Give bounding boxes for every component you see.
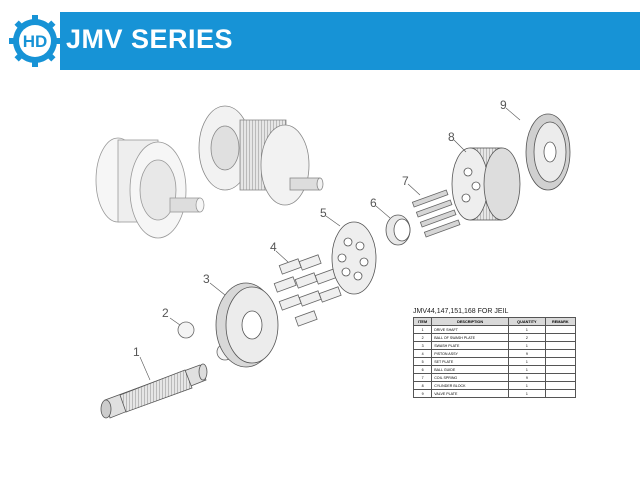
cell-description: VALVE PLATE — [431, 389, 510, 398]
callout-2: 2 — [162, 306, 169, 320]
cell-description: SWASH PLATE — [431, 341, 510, 350]
coil-springs — [411, 189, 461, 238]
callout-7: 7 — [402, 174, 409, 188]
cell-quantity: 1 — [508, 341, 546, 350]
gear-logo-icon: HD — [9, 15, 61, 67]
drive-shaft — [100, 363, 208, 419]
header: HD JMV SERIES — [0, 12, 640, 70]
leader-lines — [139, 107, 521, 381]
cell-item: 4 — [412, 349, 433, 358]
parts-table-title: JMV44,147,151,168 FOR JEIL — [413, 308, 509, 315]
cell-item: 9 — [412, 389, 433, 398]
column-header-quantity: QUANTITY — [508, 317, 546, 326]
piston-assy — [273, 254, 342, 327]
cell-remark — [544, 381, 577, 390]
swash-plate — [215, 282, 279, 368]
cell-remark — [544, 389, 577, 398]
cell-item: 7 — [412, 373, 433, 382]
cell-remark — [544, 357, 577, 366]
cell-quantity: 1 — [508, 381, 546, 390]
cylinder-block — [451, 147, 521, 221]
cell-item: 2 — [412, 333, 433, 342]
cell-description: BALL OF SWASH PLATE — [431, 333, 510, 342]
cell-description: BALL GUIDE — [431, 365, 510, 374]
cell-remark — [544, 373, 577, 382]
cell-item: 5 — [412, 357, 433, 366]
cell-description: PISTON ASSY — [431, 349, 510, 358]
callout-6: 6 — [370, 196, 377, 210]
cell-item: 1 — [412, 325, 433, 334]
callout-5: 5 — [320, 206, 327, 220]
cell-quantity: 1 — [508, 325, 546, 334]
callout-8: 8 — [448, 130, 455, 144]
page-title: JMV SERIES — [66, 24, 234, 54]
cell-quantity: 9 — [508, 373, 546, 382]
cell-remark — [544, 333, 577, 342]
callout-4: 4 — [270, 240, 277, 254]
logo-text: HD — [23, 32, 48, 51]
cell-quantity: 9 — [508, 349, 546, 358]
column-header-description: DESCRIPTION — [431, 317, 510, 326]
cell-quantity: 1 — [508, 357, 546, 366]
callout-1: 1 — [133, 345, 140, 359]
cell-description: DRIVE SHAFT — [431, 325, 510, 334]
parts-table-section: JMV44,147,151,168 FOR JEIL ITEM DESCRIPT… — [412, 308, 577, 398]
callout-9: 9 — [500, 98, 507, 112]
cell-quantity: 1 — [508, 365, 546, 374]
cell-item: 6 — [412, 365, 433, 374]
cell-remark — [544, 341, 577, 350]
cell-description: COIL SPRING — [431, 373, 510, 382]
valve-plate — [525, 113, 571, 191]
column-header-item: ITEM — [412, 317, 433, 326]
ghost-housing-center — [198, 105, 324, 206]
cell-quantity: 2 — [508, 333, 546, 342]
cell-remark — [544, 365, 577, 374]
exploded-pump-diagram — [95, 105, 571, 419]
callout-3: 3 — [203, 272, 210, 286]
column-header-remark: REMARK — [544, 317, 577, 326]
cell-remark — [544, 325, 577, 334]
ball-guide — [385, 214, 411, 246]
cell-description: CYLINDER BLOCK — [431, 381, 510, 390]
header-bar — [60, 12, 640, 70]
ghost-housing-left — [95, 137, 205, 239]
cell-remark — [544, 349, 577, 358]
cell-item: 3 — [412, 341, 433, 350]
cell-item: 8 — [412, 381, 433, 390]
set-plate — [331, 221, 377, 295]
cell-quantity: 1 — [508, 389, 546, 398]
cell-description: SET PLATE — [431, 357, 510, 366]
table-header-row: ITEM DESCRIPTION QUANTITY REMARK — [412, 317, 577, 326]
